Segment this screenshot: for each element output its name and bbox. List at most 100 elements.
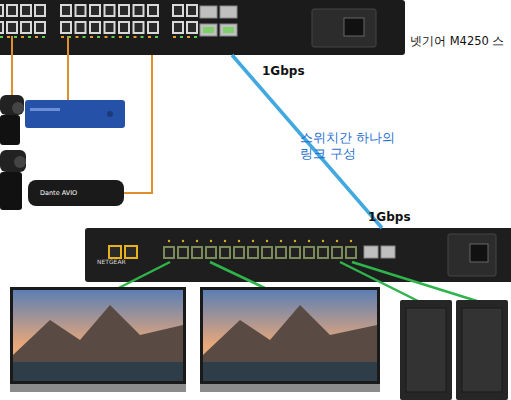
sfp-port xyxy=(364,246,378,258)
rj45-port xyxy=(133,21,145,34)
led xyxy=(266,240,268,242)
node-text: 넷기어 M4250 스 xyxy=(410,34,505,49)
rj45-port xyxy=(163,246,175,259)
rj45-port xyxy=(247,246,259,259)
rj45-port-inner xyxy=(62,6,70,15)
rj45-port-inner xyxy=(135,23,143,32)
speaker xyxy=(400,300,452,400)
rj45-port-inner xyxy=(188,23,196,32)
av-device xyxy=(25,100,125,128)
cable xyxy=(67,36,69,100)
rj45-port-inner xyxy=(0,23,2,32)
power-module xyxy=(312,9,376,47)
rj45-port xyxy=(75,21,87,34)
led xyxy=(168,240,170,242)
rj45-port-inner xyxy=(8,23,16,32)
power-module xyxy=(448,234,496,276)
rj45-port xyxy=(60,21,72,34)
rj45-port-inner xyxy=(36,6,44,15)
rj45-port-inner xyxy=(193,248,201,257)
rj45-port-inner xyxy=(149,23,157,32)
rj45-port-inner xyxy=(207,248,215,257)
led xyxy=(97,36,100,38)
rj45-port xyxy=(118,4,130,17)
led xyxy=(308,240,310,242)
rj45-port-inner xyxy=(36,23,44,32)
rj45-port-inner xyxy=(22,23,30,32)
led xyxy=(21,36,24,38)
rj45-port-inner xyxy=(174,23,182,32)
led xyxy=(322,240,324,242)
rj45-port-inner xyxy=(91,23,99,32)
rj45-port-inner xyxy=(291,248,299,257)
rj45-port xyxy=(20,21,32,34)
led xyxy=(336,240,338,242)
speed-label: 1Gbps xyxy=(368,210,411,224)
led xyxy=(148,36,151,38)
led xyxy=(126,36,129,38)
rj45-port xyxy=(191,246,203,259)
rj45-port xyxy=(177,246,189,259)
rj45-port-inner xyxy=(305,248,313,257)
rj45-port xyxy=(89,21,101,34)
ptz-camera xyxy=(0,150,26,172)
rj45-port-inner xyxy=(235,248,243,257)
rj45-port xyxy=(172,4,184,17)
rj45-port-inner xyxy=(0,6,2,15)
led xyxy=(187,36,190,38)
led xyxy=(42,36,45,38)
led xyxy=(224,240,226,242)
rj45-port-inner xyxy=(77,23,85,32)
rj45-port-inner xyxy=(249,248,257,257)
led xyxy=(280,240,282,242)
switch-body xyxy=(0,0,405,55)
rj45-port xyxy=(147,4,159,17)
led xyxy=(61,36,64,38)
rj45-port xyxy=(133,4,145,17)
rj45-port-inner xyxy=(149,6,157,15)
led xyxy=(7,36,10,38)
rj45-port xyxy=(0,21,4,34)
camera-lens xyxy=(12,102,24,114)
rj45-port xyxy=(6,4,18,17)
rj45-port xyxy=(147,21,159,34)
link-label: 스위치간 하나의 링크 구성 xyxy=(300,130,400,162)
ptz-camera xyxy=(0,172,22,210)
led xyxy=(90,36,93,38)
led xyxy=(35,36,38,38)
rj45-port xyxy=(205,246,217,259)
led xyxy=(83,36,86,38)
power-socket xyxy=(344,18,364,36)
rj45-port-inner xyxy=(165,248,173,257)
device-detail xyxy=(107,111,113,117)
monitor xyxy=(200,287,380,392)
rj45-port-inner xyxy=(106,23,114,32)
port-group xyxy=(0,4,237,38)
cable-line xyxy=(124,55,152,193)
ptz-camera xyxy=(0,95,24,115)
led xyxy=(182,240,184,242)
led xyxy=(119,36,122,38)
rj45-port-inner xyxy=(126,247,136,257)
rj45-port-inner xyxy=(179,248,187,257)
led xyxy=(14,36,17,38)
sfp-port xyxy=(200,6,217,18)
led xyxy=(350,240,352,242)
device-detail xyxy=(30,108,60,111)
rj45-port xyxy=(89,4,101,17)
rj45-port-inner xyxy=(347,248,355,257)
led xyxy=(238,240,240,242)
led xyxy=(134,36,137,38)
rj45-port xyxy=(104,21,116,34)
rj45-port-inner xyxy=(221,248,229,257)
rj45-port xyxy=(34,4,46,17)
sfp-port xyxy=(381,246,395,258)
rj45-port-inner xyxy=(333,248,341,257)
led xyxy=(0,36,3,38)
node-text: Dante AVIO xyxy=(40,189,77,197)
speaker xyxy=(456,300,508,400)
rj45-port-inner xyxy=(319,248,327,257)
rj45-port xyxy=(219,246,231,259)
